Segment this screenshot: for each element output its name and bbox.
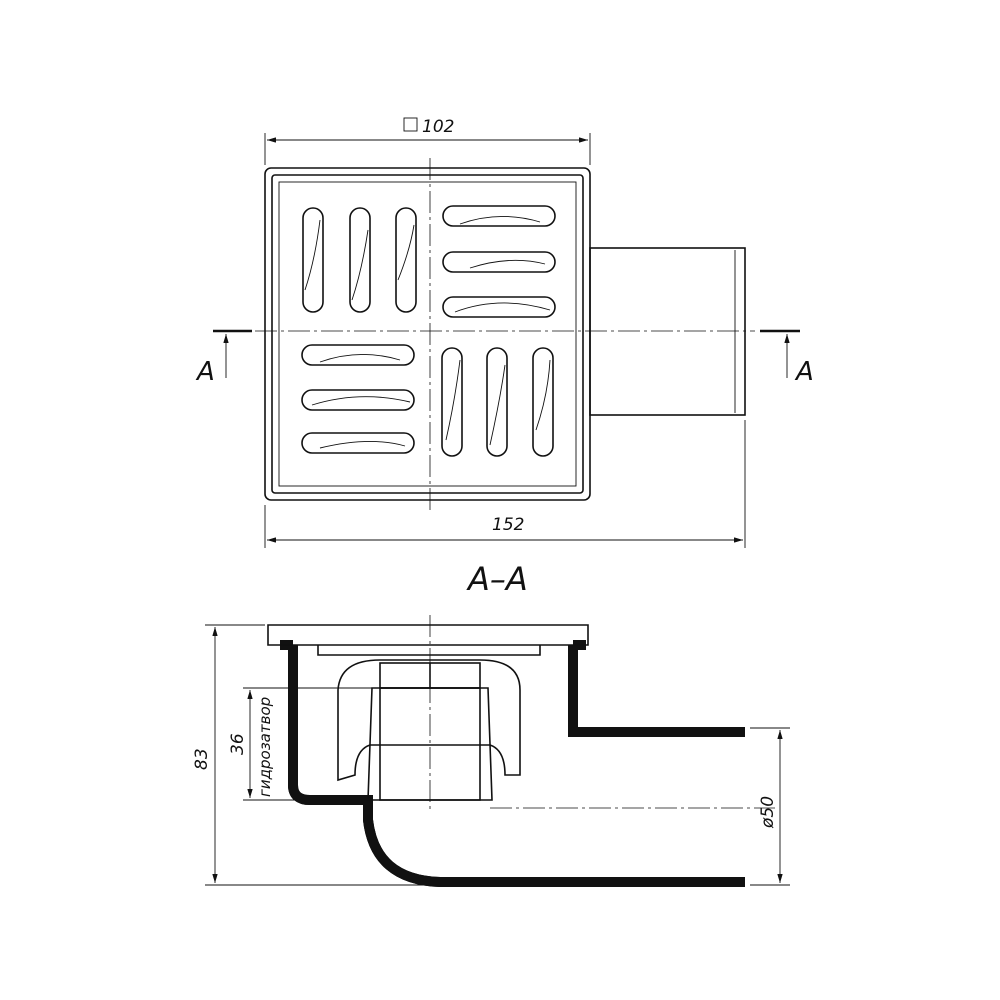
dim-total: 152 [492,515,524,535]
section-mark-left: A [195,357,215,387]
dim-pipe: ø50 [758,796,778,829]
dim-width: 102 [422,117,454,137]
grate [267,624,589,646]
top-view: 102 152 A A [195,117,814,548]
section-mark-right: A [794,357,814,387]
seal-label: гидрозатвор [256,697,274,797]
square-symbol-icon [403,117,418,132]
section-title: A–A [466,560,528,598]
dim-height: 83 [192,748,212,770]
dim-seal: 36 [228,733,248,755]
body-wall [280,640,745,887]
section-view: 83 36 гидрозатвор ø50 [192,615,790,887]
outlet-pipe [589,247,746,416]
grate-frame [264,167,591,501]
trap-bell [337,659,521,782]
grate-slots [301,205,556,457]
